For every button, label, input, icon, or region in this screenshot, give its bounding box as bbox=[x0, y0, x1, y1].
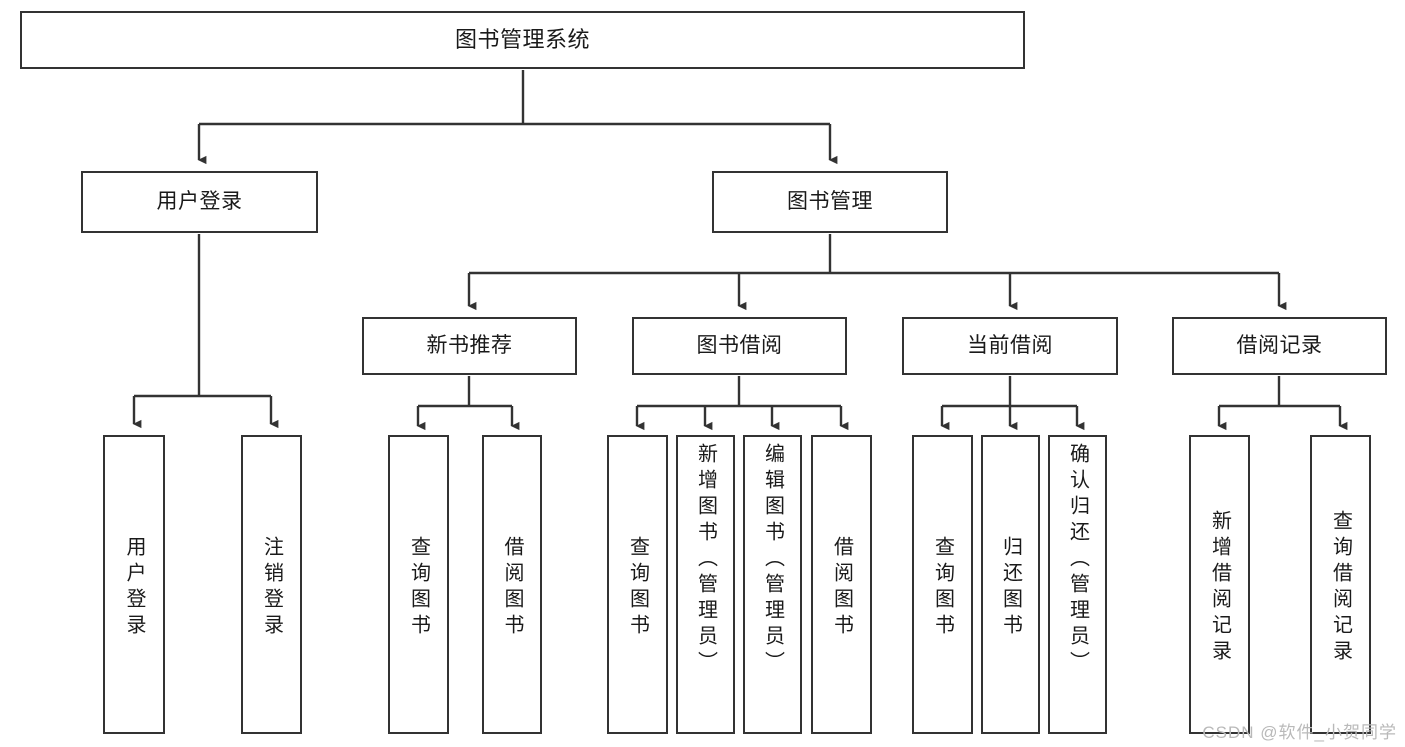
node-borrow-record[interactable]: 借阅记录 bbox=[1172, 317, 1387, 375]
node-label: 借阅记录 bbox=[1236, 333, 1323, 357]
node-label: 用户登录 bbox=[156, 189, 243, 213]
node-label: 图书管理 bbox=[787, 189, 873, 213]
node-leaf-return-book[interactable]: 归还图书 bbox=[981, 435, 1040, 734]
node-leaf-user-login[interactable]: 用户登录 bbox=[103, 435, 165, 734]
node-label: 注销登录 bbox=[260, 535, 283, 640]
node-label: 图书借阅 bbox=[696, 333, 783, 357]
node-label: 图书管理系统 bbox=[454, 27, 590, 53]
node-current-borrow[interactable]: 当前借阅 bbox=[902, 317, 1118, 375]
node-leaf-query-book-current[interactable]: 查询图书 bbox=[912, 435, 973, 734]
node-label: 查询借阅记录 bbox=[1329, 509, 1352, 666]
node-leaf-query-borrow-record[interactable]: 查询借阅记录 bbox=[1310, 435, 1371, 734]
node-book-management[interactable]: 图书管理 bbox=[712, 171, 948, 233]
node-leaf-query-book-borrow[interactable]: 查询图书 bbox=[607, 435, 668, 734]
node-label: 确认归还（管理员） bbox=[1066, 443, 1089, 677]
node-label: 查询图书 bbox=[931, 535, 954, 640]
node-leaf-edit-book-admin[interactable]: 编辑图书（管理员） bbox=[743, 435, 802, 734]
node-leaf-add-book-admin[interactable]: 新增图书（管理员） bbox=[676, 435, 735, 734]
node-label: 查询图书 bbox=[626, 535, 649, 640]
node-book-borrow[interactable]: 图书借阅 bbox=[632, 317, 847, 375]
node-label: 新增借阅记录 bbox=[1208, 509, 1231, 666]
node-leaf-user-logout[interactable]: 注销登录 bbox=[241, 435, 302, 734]
node-root-book-management-system[interactable]: 图书管理系统 bbox=[20, 11, 1025, 69]
node-label: 借阅图书 bbox=[501, 535, 523, 640]
node-label: 用户登录 bbox=[123, 535, 145, 640]
node-leaf-add-borrow-record[interactable]: 新增借阅记录 bbox=[1189, 435, 1250, 734]
node-leaf-confirm-return-admin[interactable]: 确认归还（管理员） bbox=[1048, 435, 1107, 734]
node-leaf-query-book-recommend[interactable]: 查询图书 bbox=[388, 435, 449, 734]
node-user-login[interactable]: 用户登录 bbox=[81, 171, 318, 233]
node-label: 借阅图书 bbox=[830, 535, 853, 640]
node-leaf-borrow-book-borrow[interactable]: 借阅图书 bbox=[811, 435, 872, 734]
node-label: 新增图书（管理员） bbox=[694, 443, 717, 677]
node-label: 查询图书 bbox=[407, 535, 430, 640]
node-label: 编辑图书（管理员） bbox=[761, 443, 784, 677]
node-label: 当前借阅 bbox=[967, 333, 1053, 357]
node-label: 新书推荐 bbox=[426, 333, 513, 357]
node-label: 归还图书 bbox=[999, 535, 1022, 640]
node-leaf-borrow-book-recommend[interactable]: 借阅图书 bbox=[482, 435, 542, 734]
node-new-book-recommend[interactable]: 新书推荐 bbox=[362, 317, 577, 375]
watermark: CSDN @软件_小贺同学 bbox=[1202, 723, 1397, 742]
